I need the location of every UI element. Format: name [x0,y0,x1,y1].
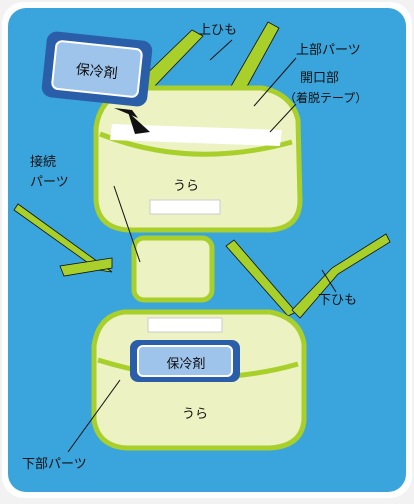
top-back-text: うら [173,179,199,194]
label-opening-2: （着脱テープ） [284,90,367,105]
label-bottom-part: 下部パーツ [22,457,87,472]
label-connect-2: パーツ [30,175,69,190]
ice-pack-bottom-text: 保冷剤 [166,356,205,372]
leader-lines [67,39,337,453]
top-part: うら [93,85,303,233]
connection-part [131,235,215,303]
ice-pack-bottom: 保冷剤 [130,340,240,382]
label-bottom-strap: 下ひも [318,293,357,308]
label-opening-1: 開口部 [300,71,339,86]
insert-arrow-icon [114,108,150,134]
label-top-strap: 上ひも [198,23,237,38]
bottom-label-patch [147,317,223,333]
top-label-patch [149,199,221,215]
label-top-part: 上部パーツ [296,43,361,58]
bottom-back-text: うら [182,407,208,422]
ice-pack-top: 保冷剤 [41,31,153,107]
ice-pack-top-text: 保冷剤 [75,62,118,82]
label-connect-1: 接続 [30,154,56,170]
